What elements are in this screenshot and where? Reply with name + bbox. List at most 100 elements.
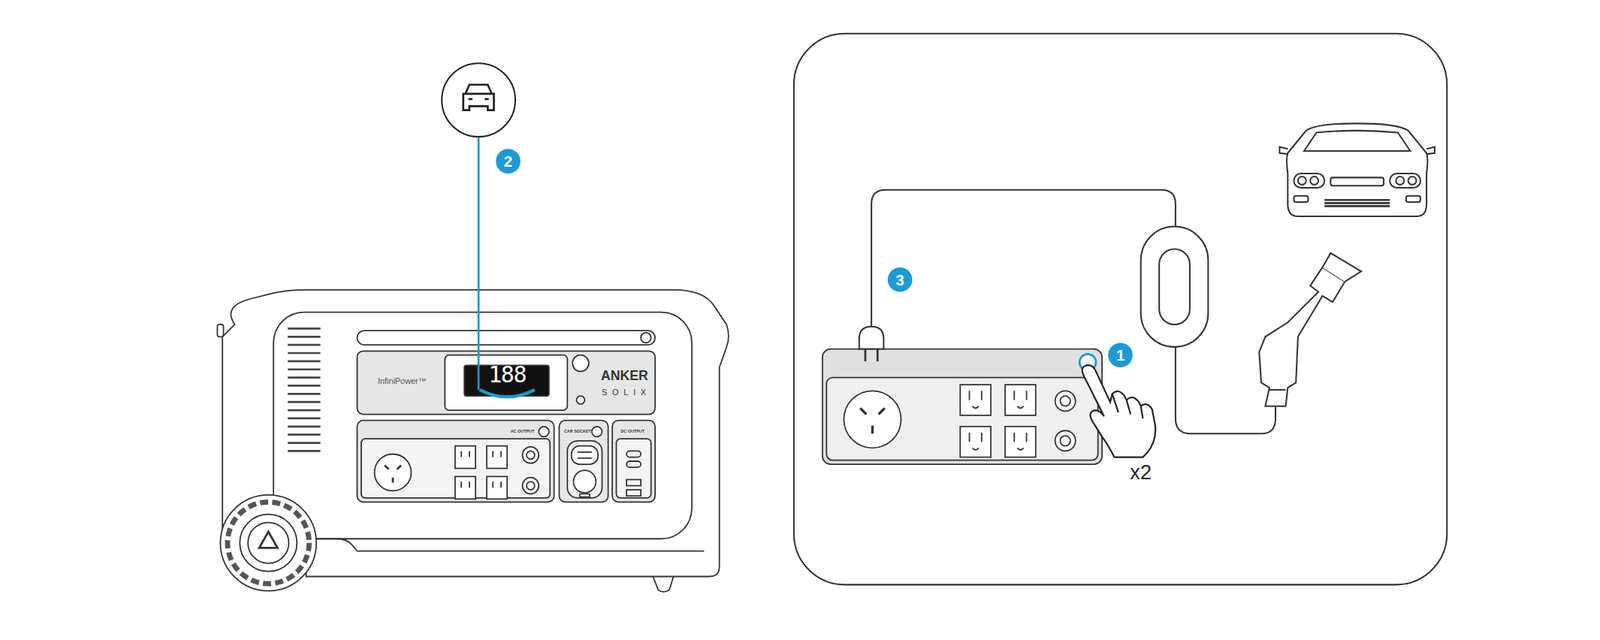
finger-lines: [1112, 393, 1144, 419]
top-slot: [356, 330, 656, 345]
vent: [287, 401, 320, 404]
zoom-frame: [793, 33, 1447, 586]
lamp: [1310, 176, 1319, 185]
panel-label: AC OUTPUT: [510, 429, 535, 434]
power-button: [572, 355, 589, 372]
fog-light: [1293, 196, 1308, 203]
callout-circle: [1107, 342, 1133, 368]
mirrors: [1279, 147, 1434, 155]
tt30-slots: [384, 464, 402, 483]
tt30-slots: [860, 407, 885, 434]
callout-number: 2: [504, 153, 513, 169]
wheel-cap: [247, 522, 289, 564]
detail-frame: [793, 33, 1447, 586]
callout-circle: [495, 148, 521, 174]
wheel-outer: [220, 495, 317, 592]
dc-inner: [615, 438, 651, 499]
panel-label: CAR SOCKET: [564, 429, 592, 434]
wheel: [220, 495, 317, 592]
round-port: [526, 481, 535, 490]
lamp: [1408, 176, 1417, 185]
cable: [871, 190, 1176, 327]
plug-prongs: [865, 349, 878, 362]
panel-inner: [826, 377, 1098, 461]
vent: [287, 425, 320, 428]
headlight: [1293, 173, 1325, 188]
usb-a: [626, 479, 641, 486]
knob: [217, 324, 224, 337]
port-slots: [577, 452, 592, 459]
outlet: [486, 446, 508, 469]
fog-light: [1406, 196, 1421, 203]
vent: [287, 335, 320, 339]
vent: [287, 392, 320, 396]
vent: [287, 433, 320, 436]
wheel-tread: [227, 501, 310, 584]
usb-c: [626, 461, 641, 468]
usb-c: [626, 450, 641, 457]
zoom-panel: [822, 349, 1102, 465]
round-port: [522, 446, 540, 464]
small-button: [576, 395, 586, 405]
grille: [1330, 177, 1384, 186]
car-body: [1286, 123, 1428, 217]
windshield: [1304, 130, 1410, 151]
cig-socket: [573, 470, 596, 493]
car-panel: [558, 420, 608, 503]
round-port: [1055, 390, 1076, 411]
panel-label: DC OUTPUT: [620, 429, 645, 434]
vent: [287, 344, 320, 347]
vent: [287, 384, 320, 387]
car-socket: [567, 440, 602, 499]
callout-number: 3: [895, 271, 904, 287]
ac-panel: [356, 420, 554, 503]
round-port: [1055, 430, 1076, 451]
brand-subname: SOLIX: [601, 389, 652, 398]
icon-car: [463, 84, 495, 111]
wheel-triangle: [259, 531, 278, 549]
socket-tab: [579, 493, 591, 497]
foot: [652, 576, 674, 592]
ev-charger: [859, 190, 1362, 435]
display-panel: [356, 350, 656, 414]
vent: [287, 449, 320, 453]
lcd-ring: [479, 389, 535, 398]
lamp: [1395, 176, 1404, 185]
wheel-hub: [239, 514, 297, 572]
vent: [287, 352, 320, 355]
usb-a: [626, 489, 641, 496]
bumper-grille: [1324, 199, 1390, 206]
icon-circle: [441, 63, 516, 137]
vent: [287, 376, 320, 379]
round-port: [1059, 435, 1071, 447]
control-window: [1159, 248, 1190, 325]
tt30-outlet: [374, 453, 412, 491]
press-count: x2: [1129, 461, 1152, 483]
round-port: [522, 477, 540, 495]
callout-circle: [887, 267, 913, 293]
outlet-slots: [461, 450, 502, 488]
plug-body: [859, 326, 885, 350]
car-button: [591, 426, 603, 438]
front-lower: [306, 538, 705, 551]
tt30-outlet: [843, 390, 901, 448]
vent: [287, 441, 320, 444]
product-name: InfiniPower™: [377, 377, 427, 387]
car-mode-icon: [441, 63, 516, 137]
lamp: [1298, 176, 1307, 185]
lcd-digits: 188: [488, 364, 526, 387]
car: [1279, 123, 1434, 217]
brand-name: ANKER: [600, 368, 649, 383]
dc-panel: [612, 420, 656, 503]
outlet: [1005, 384, 1036, 416]
connector-handle: [1258, 267, 1345, 407]
vent: [287, 409, 320, 412]
control-box: [1141, 226, 1209, 348]
display-window: [444, 355, 568, 411]
vent: [287, 327, 320, 330]
vent: [287, 368, 320, 371]
round-port: [526, 450, 535, 459]
slot-button: [640, 332, 652, 344]
